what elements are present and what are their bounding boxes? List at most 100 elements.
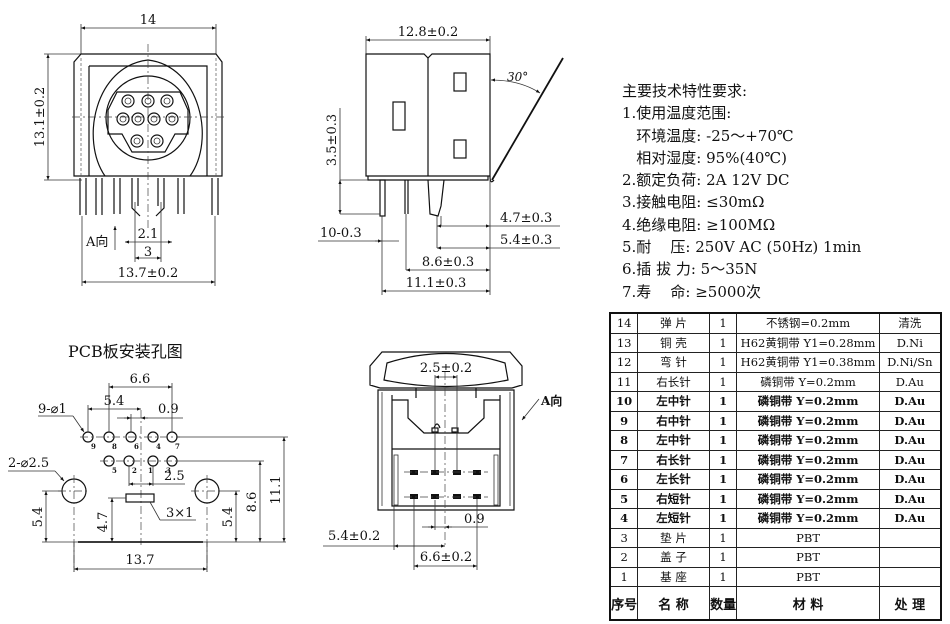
side-angle-label: 30° [507, 70, 528, 84]
cell-material: H62黄铜带 Y1=0.28mm [736, 332, 880, 353]
cell-finish [878, 527, 942, 548]
cell-qty: 1 [708, 547, 738, 568]
pcb-dim-5-4-top: 5.4 [104, 394, 125, 409]
side-dim-5-4: 5.4±0.3 [500, 233, 552, 248]
cell-finish: D.Au [878, 430, 942, 451]
cell-name: 弹 片 [637, 312, 710, 334]
cell-name: 垫 片 [637, 527, 710, 548]
cell-qty: 1 [708, 312, 738, 334]
cell-qty: 1 [708, 488, 738, 509]
cell-no: 4 [609, 508, 639, 529]
cell-name: 左短针 [637, 508, 710, 529]
spec-line: 环境温度: -25～+70℃ [622, 126, 794, 145]
pcb-dim-6-6: 6.6 [130, 372, 151, 387]
spec-line: 相对湿度: 95%(40℃) [622, 148, 788, 167]
hole-number: 3 [166, 466, 171, 475]
cell-material: 磷铜带 Y=0.2mm [736, 410, 880, 431]
cell-name: 右中针 [637, 410, 710, 431]
specs-title: 主要技术特性要求: [622, 82, 748, 100]
cell-finish: D.Au [878, 410, 942, 431]
table-header-row: 序号 名 称 数量 材 料 处 理 [609, 586, 942, 621]
cell-material: PBT [736, 566, 880, 587]
front-pin-sockets [116, 94, 179, 148]
cell-qty: 1 [708, 371, 738, 392]
front-width-dim: 14 [140, 13, 157, 28]
bottom-dim-6-6: 6.6±0.2 [420, 550, 472, 565]
side-dim-4-7: 4.7±0.3 [500, 211, 552, 226]
cell-finish: D.Au [878, 488, 942, 509]
cell-name: 右短针 [637, 488, 710, 509]
bottom-dim-2-5: 2.5±0.2 [420, 361, 472, 376]
pcb-dim-5-4-right: 5.4 [221, 507, 236, 528]
bottom-pin-pads [410, 470, 481, 499]
cell-no: 6 [609, 469, 639, 490]
header-finish: 处 理 [878, 586, 942, 621]
header-name: 名 称 [637, 586, 710, 621]
hole-number: 7 [175, 442, 180, 451]
cell-no: 10 [609, 391, 639, 412]
cell-qty: 1 [708, 469, 738, 490]
cell-name: 左中针 [637, 391, 710, 412]
pcb-layout: PCB板安装孔图 9 8 6 4 7 5 2 1 3 6.6 [8, 342, 288, 572]
bottom-view: 2.5±0.2 A向 0.9 5.4±0.2 6.6±0.2 [323, 351, 562, 570]
front-height-dim: 13.1±0.2 [33, 87, 48, 148]
cell-qty: 1 [708, 449, 738, 470]
spec-line: 2.额定负荷: 2A 12V DC [622, 171, 790, 190]
hole-number: 8 [112, 442, 117, 451]
cell-no: 13 [609, 332, 639, 353]
hole-number: 2 [132, 466, 137, 475]
side-dim-11-1: 11.1±0.3 [406, 276, 467, 291]
front-base-width-dim: 13.7±0.2 [118, 266, 179, 281]
side-width-dim: 12.8±0.2 [398, 25, 459, 40]
cell-no: 11 [609, 371, 639, 392]
cell-finish [878, 547, 942, 568]
cell-no: 9 [609, 410, 639, 431]
side-height-dim: 3.5±0.3 [325, 114, 340, 166]
cell-finish: D.Au [878, 469, 942, 490]
cell-qty: 1 [708, 430, 738, 451]
technical-specs: 主要技术特性要求: 1.使用温度范围: 环境温度: -25～+70℃ 相对湿度:… [622, 80, 861, 303]
hole-number: 9 [91, 442, 96, 451]
front-pin-pitch-dim: 2.1 [138, 227, 159, 242]
cell-material: 磷铜带 Y=0.2mm [736, 508, 880, 529]
cell-finish: 清洗 [878, 312, 942, 334]
pcb-title: PCB板安装孔图 [68, 342, 183, 361]
spec-line: 6.插 拔 力: 5～35N [622, 260, 758, 279]
side-view: 12.8±0.2 30° 3.5±0.3 10-0.3 4.7±0.3 [318, 25, 564, 295]
pcb-dim-11-1: 11.1 [269, 476, 284, 505]
front-view: 14 13.1±0.2 [33, 13, 226, 286]
bottom-dim-5-4: 5.4±0.2 [328, 529, 380, 544]
cell-no: 8 [609, 430, 639, 451]
spec-line: 5.耐 压: 250V AC (50Hz) 1min [622, 238, 862, 257]
cell-finish: D.Ni/Sn [878, 352, 942, 373]
cell-name: 基 座 [637, 566, 710, 587]
cell-no: 1 [609, 566, 639, 587]
cell-no: 7 [609, 449, 639, 470]
pcb-mount-hole-label: 2-⌀2.5 [8, 456, 49, 471]
cell-qty: 1 [708, 566, 738, 587]
pcb-slot-label: 3×1 [166, 506, 193, 521]
cell-material: PBT [736, 527, 880, 548]
spec-line: 4.绝缘电阻: ≥100MΩ [622, 215, 776, 234]
spec-line: 1.使用温度范围: [622, 104, 732, 123]
hole-number: 5 [112, 466, 117, 475]
cell-qty: 1 [708, 527, 738, 548]
header-no: 序号 [609, 586, 639, 621]
pcb-dim-4-7: 4.7 [96, 512, 111, 533]
cell-material: 磷铜带 Y=0.2mm [736, 371, 880, 392]
cell-qty: 1 [708, 410, 738, 431]
cell-finish: D.Au [878, 449, 942, 470]
hole-number: 6 [134, 442, 139, 451]
